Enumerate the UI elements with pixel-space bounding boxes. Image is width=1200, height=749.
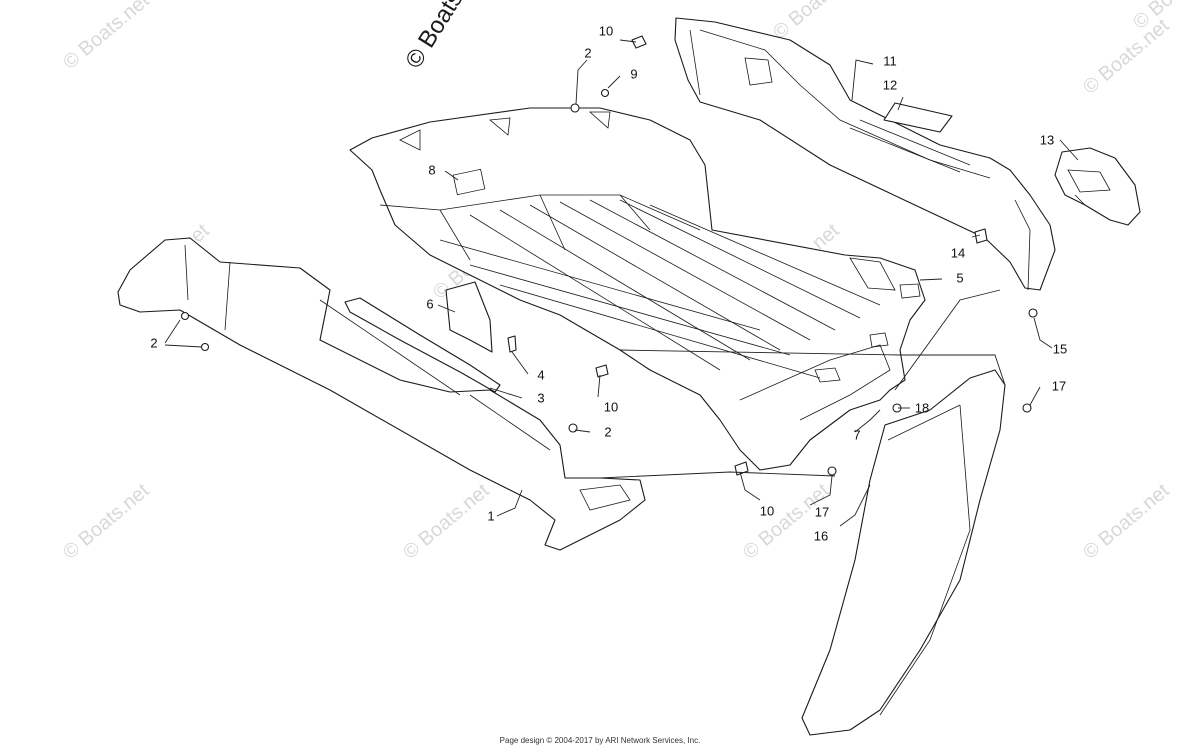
callout-14: 14 [951,245,965,260]
callout-16: 16 [814,528,828,543]
callout-9: 9 [630,66,637,81]
page-footer: Page design © 2004-2017 by ARI Network S… [499,736,701,745]
callout-7: 7 [853,427,860,442]
watermark: © Boats.net [769,0,864,44]
callout-15: 15 [1053,341,1067,356]
watermark: © Boats.net [59,479,154,563]
callouts: 1 2 2 2 3 4 5 6 7 8 9 10 10 10 11 12 13 … [150,23,1067,543]
watermark: © Boats.net [1079,14,1174,98]
callout-3: 3 [537,390,544,405]
watermark-main: © Boats.net [400,0,490,73]
callout-8: 8 [428,162,435,177]
part-13-end-cap [1054,147,1141,226]
part-1-left-rail [117,237,646,551]
part-5-cargo-bed [349,107,926,471]
callout-18: 18 [915,400,929,415]
callout-10: 10 [760,503,774,518]
callout-1: 1 [487,508,494,523]
part-6 [445,281,493,353]
callout-17: 17 [1052,378,1066,393]
callout-2: 2 [584,45,591,60]
leader-lines [164,39,1079,527]
callout-5: 5 [956,270,963,285]
callout-11: 11 [883,53,897,68]
callout-4: 4 [537,367,544,382]
watermark: © Boats.net [399,479,494,563]
callout-12: 12 [883,77,897,92]
part-12-label [883,102,953,133]
watermark: © Boats.net [739,479,834,563]
watermark: © Boats.net [59,0,154,74]
part-11-right-rail [674,17,1056,291]
callout-2: 2 [150,335,157,350]
watermark: © Boats.net [1079,479,1174,563]
part-16-fender-panel [801,369,1006,736]
callout-10: 10 [599,23,613,38]
part-3-strap [344,297,501,393]
callout-10: 10 [604,399,618,414]
callout-2: 2 [604,424,611,439]
fasteners [180,35,1038,476]
callout-6: 6 [426,296,433,311]
callout-17: 17 [815,504,829,519]
callout-13: 13 [1040,132,1054,147]
